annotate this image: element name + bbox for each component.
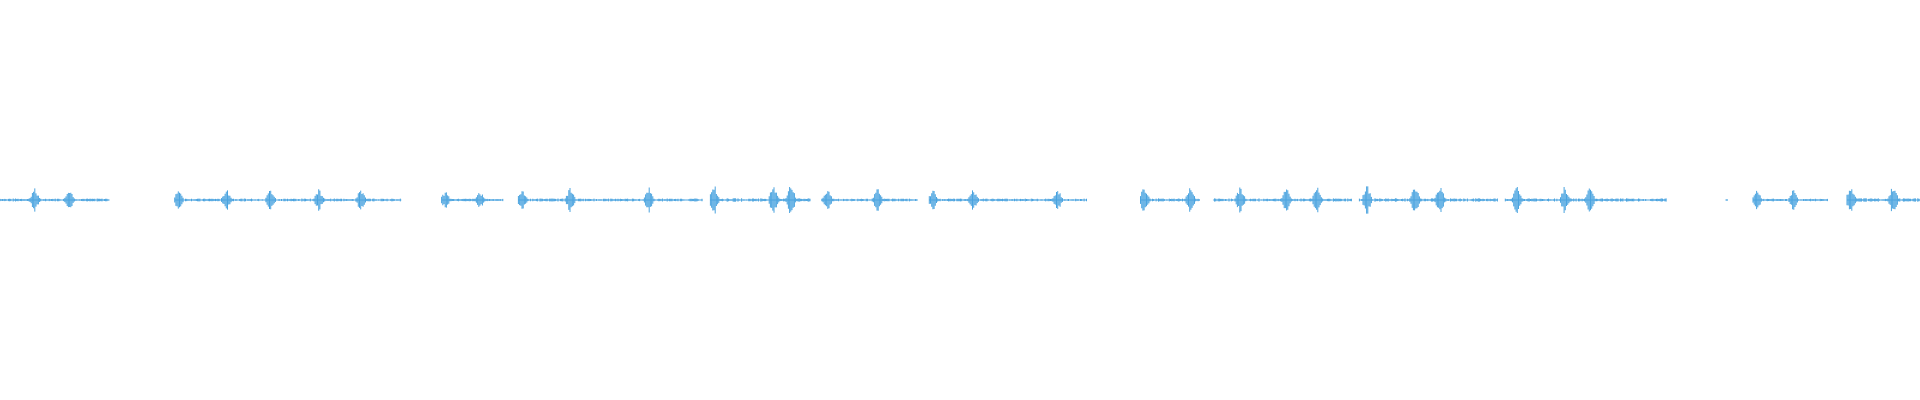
waveform-segments [0,186,1920,214]
